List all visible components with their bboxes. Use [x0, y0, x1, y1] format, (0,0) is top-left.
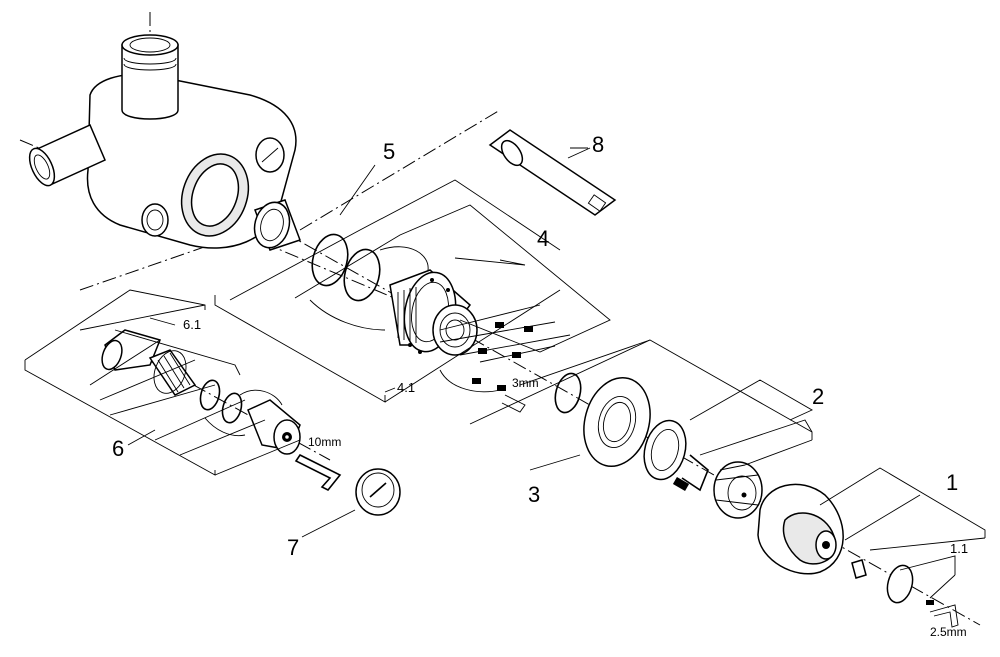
- grouping-lines: [24, 147, 986, 599]
- callout-4: 4: [537, 226, 550, 251]
- rotation-arrows: [204, 246, 501, 437]
- part-7-cap: [355, 468, 401, 516]
- part-3-rosette: [554, 372, 651, 467]
- part-6-set: [101, 329, 301, 455]
- callout-2: 2: [812, 384, 825, 409]
- part-5-sleeve: [253, 199, 301, 251]
- callout-1-1: 1.1: [950, 541, 969, 556]
- tool-size-2-5mm: 2.5mm: [930, 625, 967, 639]
- callout-7: 7: [287, 535, 300, 560]
- part-2-assembly: [643, 419, 763, 519]
- callout-3: 3: [528, 482, 541, 507]
- callout-6: 6: [112, 436, 125, 461]
- callout-8: 8: [592, 132, 605, 157]
- callout-6-1: 6.1: [183, 317, 202, 332]
- part-8-extension: [488, 129, 617, 216]
- hex-keys: [294, 394, 959, 628]
- tool-size-3mm: 3mm: [512, 376, 539, 390]
- tool-size-10mm: 10mm: [308, 435, 342, 449]
- callout-4-1: 4.1: [397, 380, 416, 395]
- o-rings-5: [311, 233, 381, 302]
- callout-1: 1: [946, 470, 959, 495]
- callout-5: 5: [383, 139, 396, 164]
- valve-body: [28, 34, 297, 249]
- part-4-cartridge: [389, 269, 478, 356]
- part-1-handle: [757, 483, 934, 605]
